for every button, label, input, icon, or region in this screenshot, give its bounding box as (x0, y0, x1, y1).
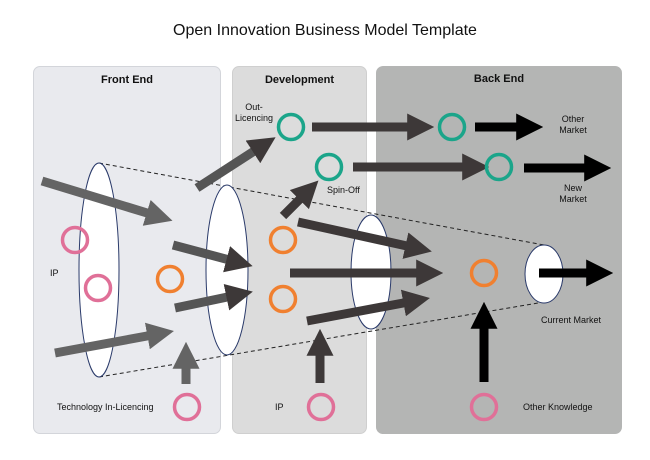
back-end-header: Back End (473, 73, 525, 85)
technology-in-licencing-label: Technology In-Licencing (57, 402, 154, 412)
new-market-label-line1: New (563, 183, 582, 193)
project-circle-dev-lower (268, 284, 298, 314)
arrow-to-mid-upper (171, 240, 253, 273)
new-market-label: New Market (553, 183, 593, 205)
funnel-top-line (98, 162, 545, 246)
ip-dev-label: IP (275, 402, 284, 412)
tech-in-licencing-circle (172, 392, 202, 422)
ip-dev-circle (306, 392, 336, 422)
ip-circle-2 (83, 273, 113, 303)
current-market-label: Current Market (541, 315, 602, 325)
idea-circle-front (155, 264, 185, 294)
new-market-label-line2: Market (559, 194, 587, 204)
spin-off-circle (314, 152, 344, 182)
out-licencing-label-line1: Out- (245, 102, 263, 112)
funnel-ellipse-mid (205, 184, 249, 356)
development-header: Development (264, 74, 335, 86)
product-circle-back (469, 258, 499, 288)
other-market-label: Other Market (553, 114, 593, 136)
arrow-to-mid-lower (174, 284, 253, 313)
out-licencing-label: Out- Licencing (232, 102, 276, 124)
other-market-label-line1: Other (561, 114, 585, 124)
other-market-label-line2: Market (559, 125, 587, 135)
out-licencing-circle (276, 112, 306, 142)
arrow-dev-upper (297, 217, 432, 259)
arrow-to-spin-off (279, 180, 319, 220)
diagram-title: Open Innovation Business Model Template (173, 22, 477, 39)
out-licencing-label-line2: Licencing (234, 113, 274, 123)
ip-front-label: IP (50, 268, 59, 278)
arrow-front-in-top (40, 176, 173, 226)
ip-circle-1 (60, 225, 90, 255)
project-circle-dev-upper (268, 225, 298, 255)
other-knowledge-label: Other Knowledge (523, 402, 593, 412)
other-market-circle (437, 112, 467, 142)
front-end-header: Front End (101, 74, 153, 86)
arrow-to-out-licencing (194, 137, 276, 192)
funnel-ellipse-front (78, 162, 120, 378)
new-market-circle (484, 152, 514, 182)
spin-off-label: Spin-Off (327, 185, 360, 195)
other-knowledge-circle (469, 392, 499, 422)
arrow-front-in-bottom (54, 322, 174, 358)
arrow-dev-lower (306, 289, 430, 326)
